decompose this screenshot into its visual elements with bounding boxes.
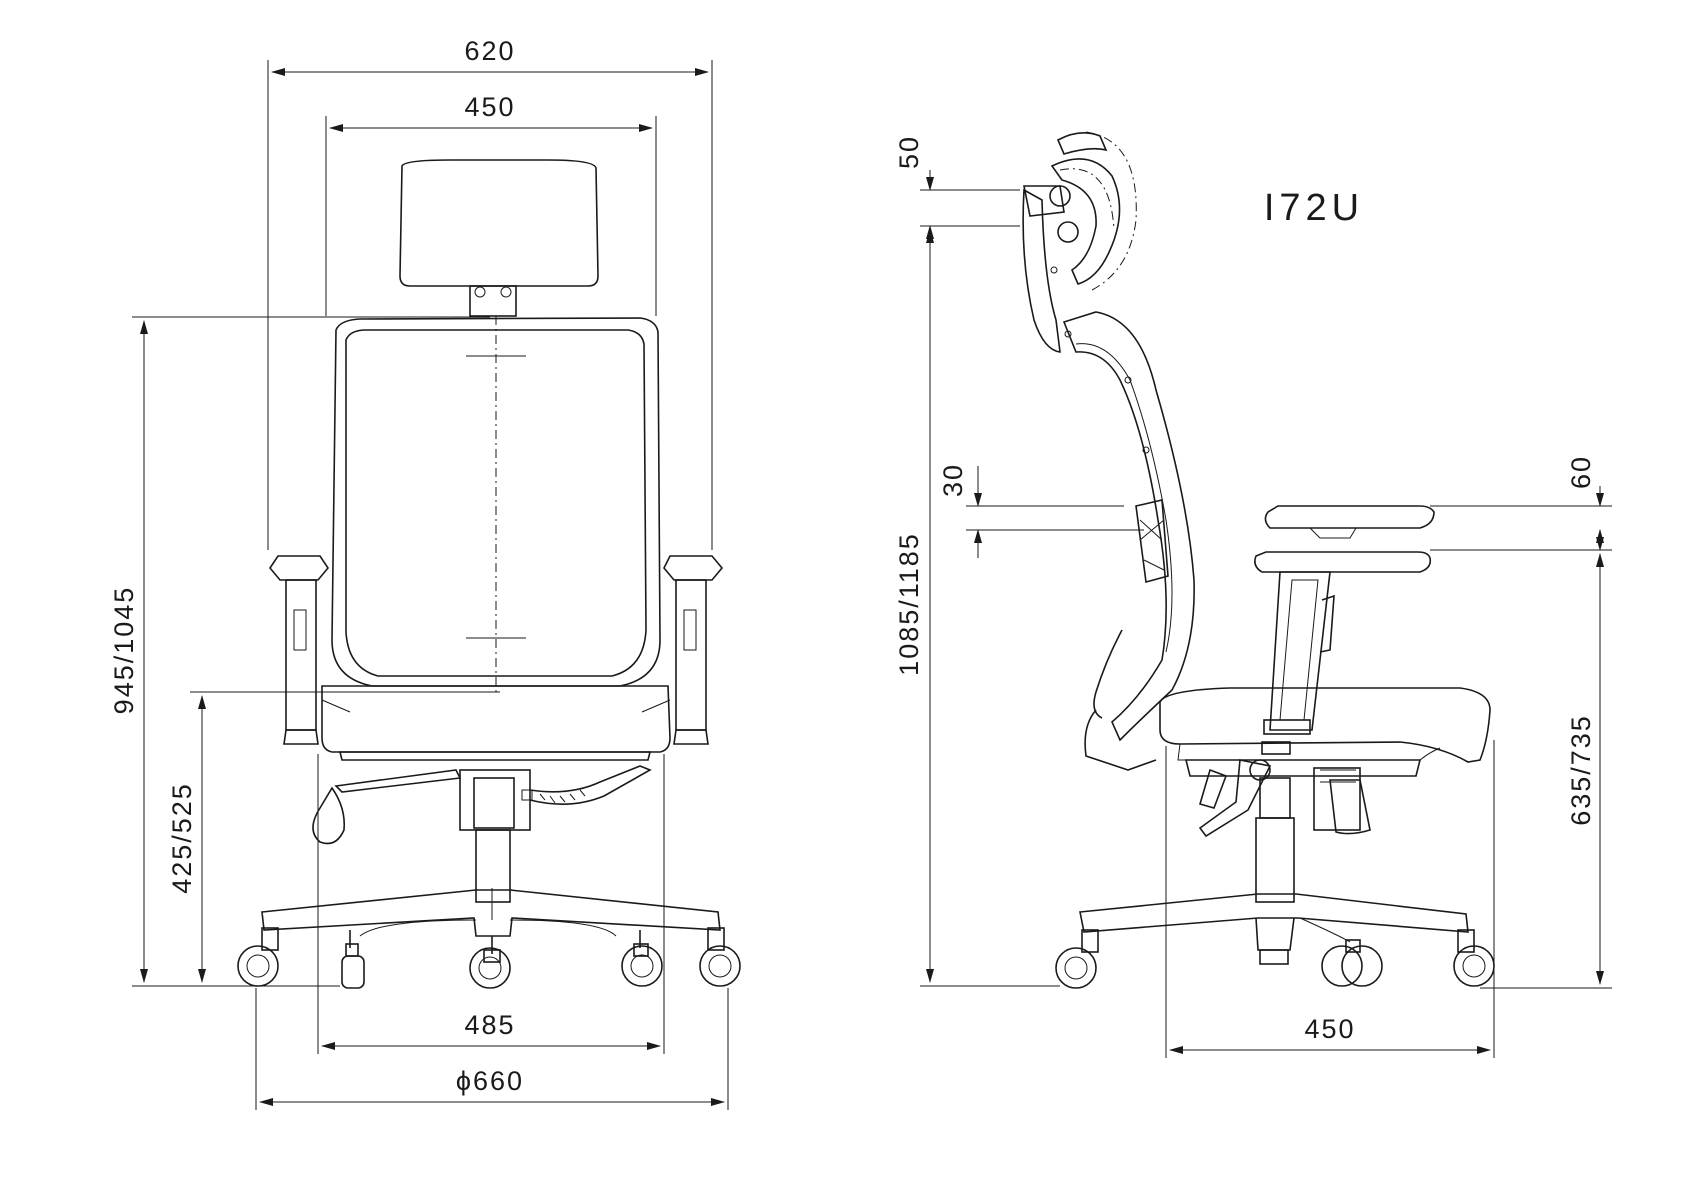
front-gas-column: [475, 829, 511, 920]
side-mechanism: [1184, 759, 1422, 838]
side-caster-2: [1321, 939, 1383, 987]
front-view: 620 450 945/1045 425/525 485 ϕ660: [109, 36, 741, 1110]
side-backrest: [1022, 188, 1195, 742]
model-label: I72U: [1264, 187, 1364, 229]
front-headrest: [399, 159, 599, 317]
caster-3: [469, 947, 511, 989]
side-gas-column: [1255, 777, 1295, 903]
side-caster-1: [1055, 929, 1099, 989]
side-seat: [1159, 687, 1491, 763]
side-view: 50 30 60 1085/1185 635/735 450 I72U: [894, 131, 1612, 1058]
dim-armrest-adjust-label: 60: [1566, 455, 1596, 489]
front-dimensions: [132, 60, 729, 1110]
dim-overall-width-label: 620: [464, 36, 515, 66]
caster-4: [621, 943, 663, 987]
side-headrest: [1023, 131, 1137, 291]
front-armrests: [269, 555, 724, 745]
front-backrest: [331, 316, 661, 694]
caster-5: [699, 927, 741, 987]
side-caster-3: [1453, 929, 1495, 987]
dim-armrest-height-label: 635/735: [1566, 714, 1596, 826]
side-base: [1079, 893, 1469, 965]
dim-seat-width-label: 485: [464, 1010, 515, 1040]
dim-seat-depth-label: 450: [1304, 1014, 1355, 1044]
front-base: [261, 889, 721, 954]
front-seat: [321, 685, 671, 753]
front-mechanism: [312, 751, 652, 845]
side-casters: [1055, 929, 1495, 989]
side-lumbar: [1084, 499, 1169, 771]
caster-2: [341, 943, 365, 989]
caster-1: [237, 927, 279, 987]
dim-front-height-label: 945/1045: [109, 586, 139, 715]
dim-base-diameter-label: ϕ660: [456, 1066, 524, 1096]
dim-side-height-label: 1085/1185: [894, 532, 924, 676]
dim-headrest-adjust-label: 50: [894, 135, 924, 169]
side-dimensions: [920, 170, 1612, 1058]
dim-back-width-label: 450: [464, 92, 515, 122]
dim-seat-height-label: 425/525: [167, 782, 197, 894]
dim-lumbar-adjust-label: 30: [938, 463, 968, 497]
front-casters: [237, 927, 741, 989]
side-armrests: [1254, 505, 1435, 735]
